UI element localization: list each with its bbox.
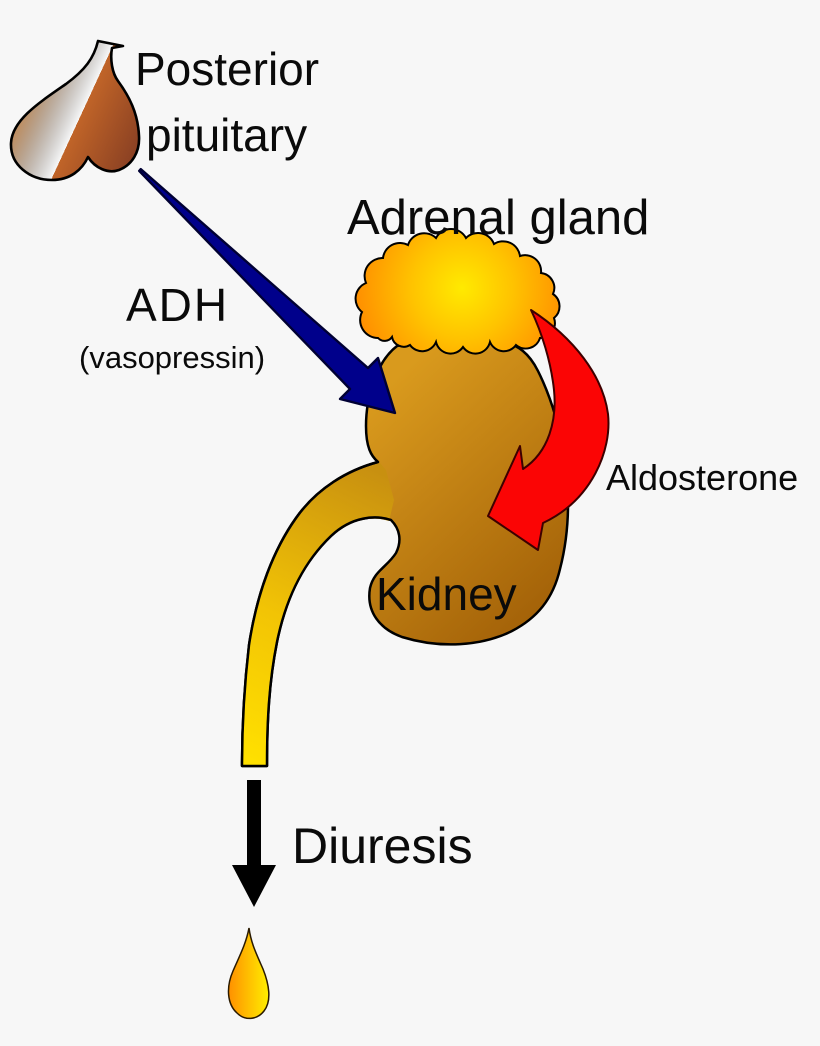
label-diuresis: Diuresis [292,818,473,874]
label-adh: ADH [126,279,229,331]
label-vasopressin: (vasopressin) [79,340,265,375]
urine-drop [227,927,270,1020]
label-adrenal-gland: Adrenal gland [347,191,649,245]
label-posterior-pituitary-line1: Posterior [135,43,319,95]
ureter [243,463,394,765]
label-posterior-pituitary-line2: pituitary [146,109,307,161]
label-aldosterone: Aldosterone [606,457,798,498]
adrenal-gland-shape [354,228,561,355]
diuresis-arrow [232,780,276,907]
aldosterone-arrow [487,309,610,551]
adh-arrow [138,167,397,415]
ureter-outline [240,460,392,768]
label-kidney: Kidney [376,568,517,620]
posterior-pituitary-gland-shape [9,39,141,182]
